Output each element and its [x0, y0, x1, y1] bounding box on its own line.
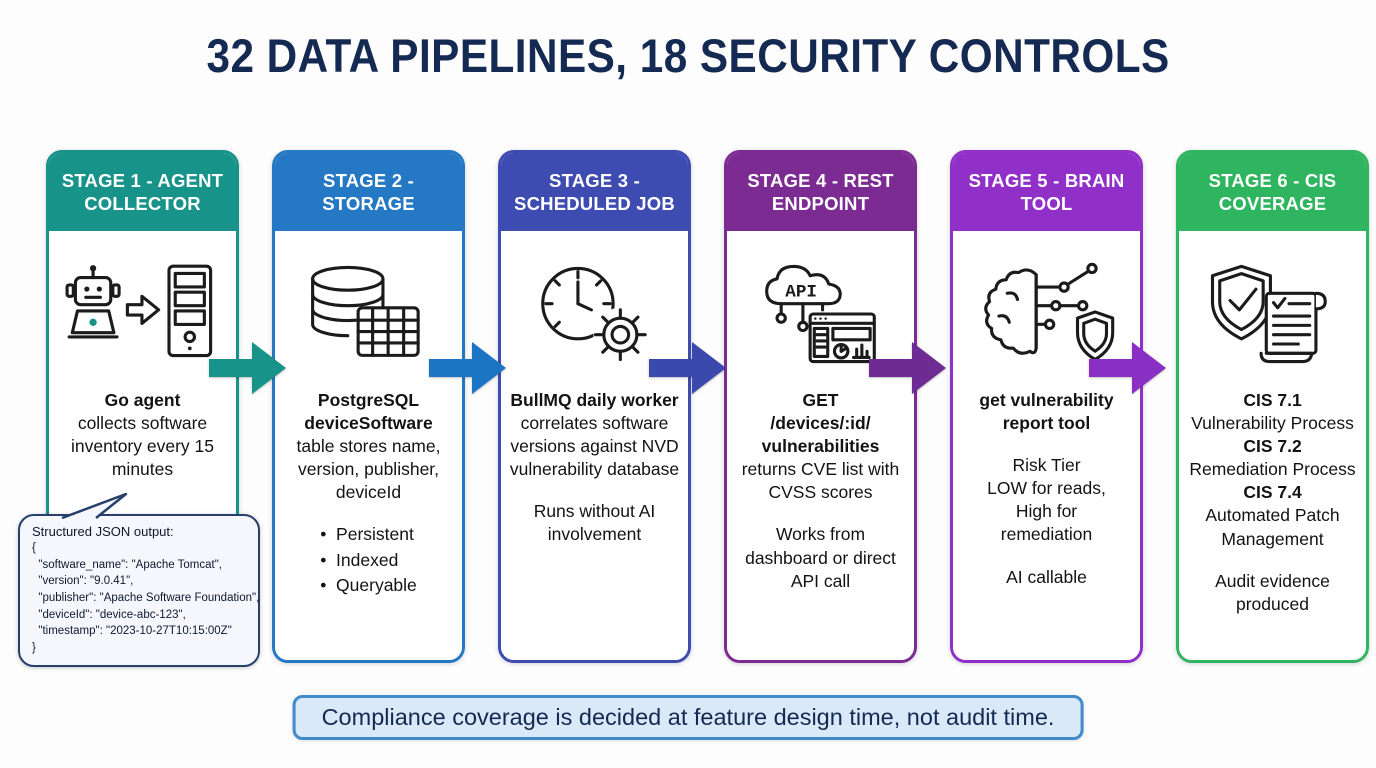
flow-arrow-5-icon	[1089, 342, 1166, 394]
bubble-label: Structured JSON output:	[32, 524, 174, 539]
stage-card-storage: STAGE 2 - STORAGE	[272, 150, 465, 663]
stage-header-label: STAGE 3 - SCHEDULED JOB	[514, 169, 675, 214]
robot-to-server-icon	[64, 239, 222, 389]
stage-header: STAGE 1 - AGENT COLLECTOR	[49, 153, 236, 231]
database-table-icon	[294, 239, 444, 389]
json-line: {	[32, 542, 36, 554]
stage-card-rest-endpoint: STAGE 4 - REST ENDPOINT API	[724, 150, 917, 663]
json-line: "software_name": "Apache Tomcat",	[32, 558, 222, 571]
cloud-api-dashboard-icon: API	[746, 239, 896, 389]
stage-header: STAGE 4 - REST ENDPOINT	[727, 153, 914, 231]
brain-shield-icon	[972, 239, 1122, 389]
stage-header-label: STAGE 5 - BRAIN TOOL	[968, 169, 1125, 214]
stage-header: STAGE 3 - SCHEDULED JOB	[501, 153, 688, 231]
json-line: "publisher": "Apache Software Foundation…	[32, 592, 260, 605]
stage-body: API	[727, 231, 914, 660]
json-line: "deviceId": "device-abc-123",	[32, 608, 186, 621]
stage-header-label: STAGE 4 - REST ENDPOINT	[747, 169, 894, 214]
page-title-text: 32 DATA PIPELINES, 18 SECURITY CONTROLS	[206, 29, 1170, 82]
stage-card-cis-coverage: STAGE 6 - CIS COVERAGE	[1176, 150, 1369, 663]
bubble-tail-icon	[61, 493, 128, 519]
shield-check-scroll-icon	[1198, 239, 1348, 389]
page-title: 32 DATA PIPELINES, 18 SECURITY CONTROLS	[0, 28, 1376, 83]
flow-arrow-4-icon	[869, 342, 946, 394]
stage-header-label: STAGE 2 - STORAGE	[322, 169, 415, 214]
stage-header-label: STAGE 6 - CIS COVERAGE	[1208, 169, 1337, 214]
stage-card-brain-tool: STAGE 5 - BRAIN TOOL	[950, 150, 1143, 663]
flow-arrow-2-icon	[429, 342, 506, 394]
stage-header-label: STAGE 1 - AGENT COLLECTOR	[61, 169, 224, 214]
json-output-bubble: Structured JSON output: { "software_name…	[18, 493, 260, 667]
compliance-banner: Compliance coverage is decided at featur…	[292, 695, 1084, 740]
flow-arrow-1-icon	[209, 342, 286, 394]
flow-arrow-3-icon	[649, 342, 726, 394]
json-line: }	[32, 642, 36, 655]
stage-header: STAGE 2 - STORAGE	[275, 153, 462, 231]
clock-gear-icon	[520, 239, 670, 389]
stage-card-scheduled-job: STAGE 3 - SCHEDULED JOB	[498, 150, 691, 663]
stage-header: STAGE 6 - CIS COVERAGE	[1179, 153, 1366, 231]
compliance-banner-text: Compliance coverage is decided at featur…	[321, 704, 1055, 730]
json-line: "timestamp": "2023-10-27T10:15:00Z"	[32, 625, 232, 638]
json-line: "version": "9.0.41",	[32, 575, 134, 588]
svg-text:API: API	[785, 282, 817, 302]
stage-header: STAGE 5 - BRAIN TOOL	[953, 153, 1140, 231]
